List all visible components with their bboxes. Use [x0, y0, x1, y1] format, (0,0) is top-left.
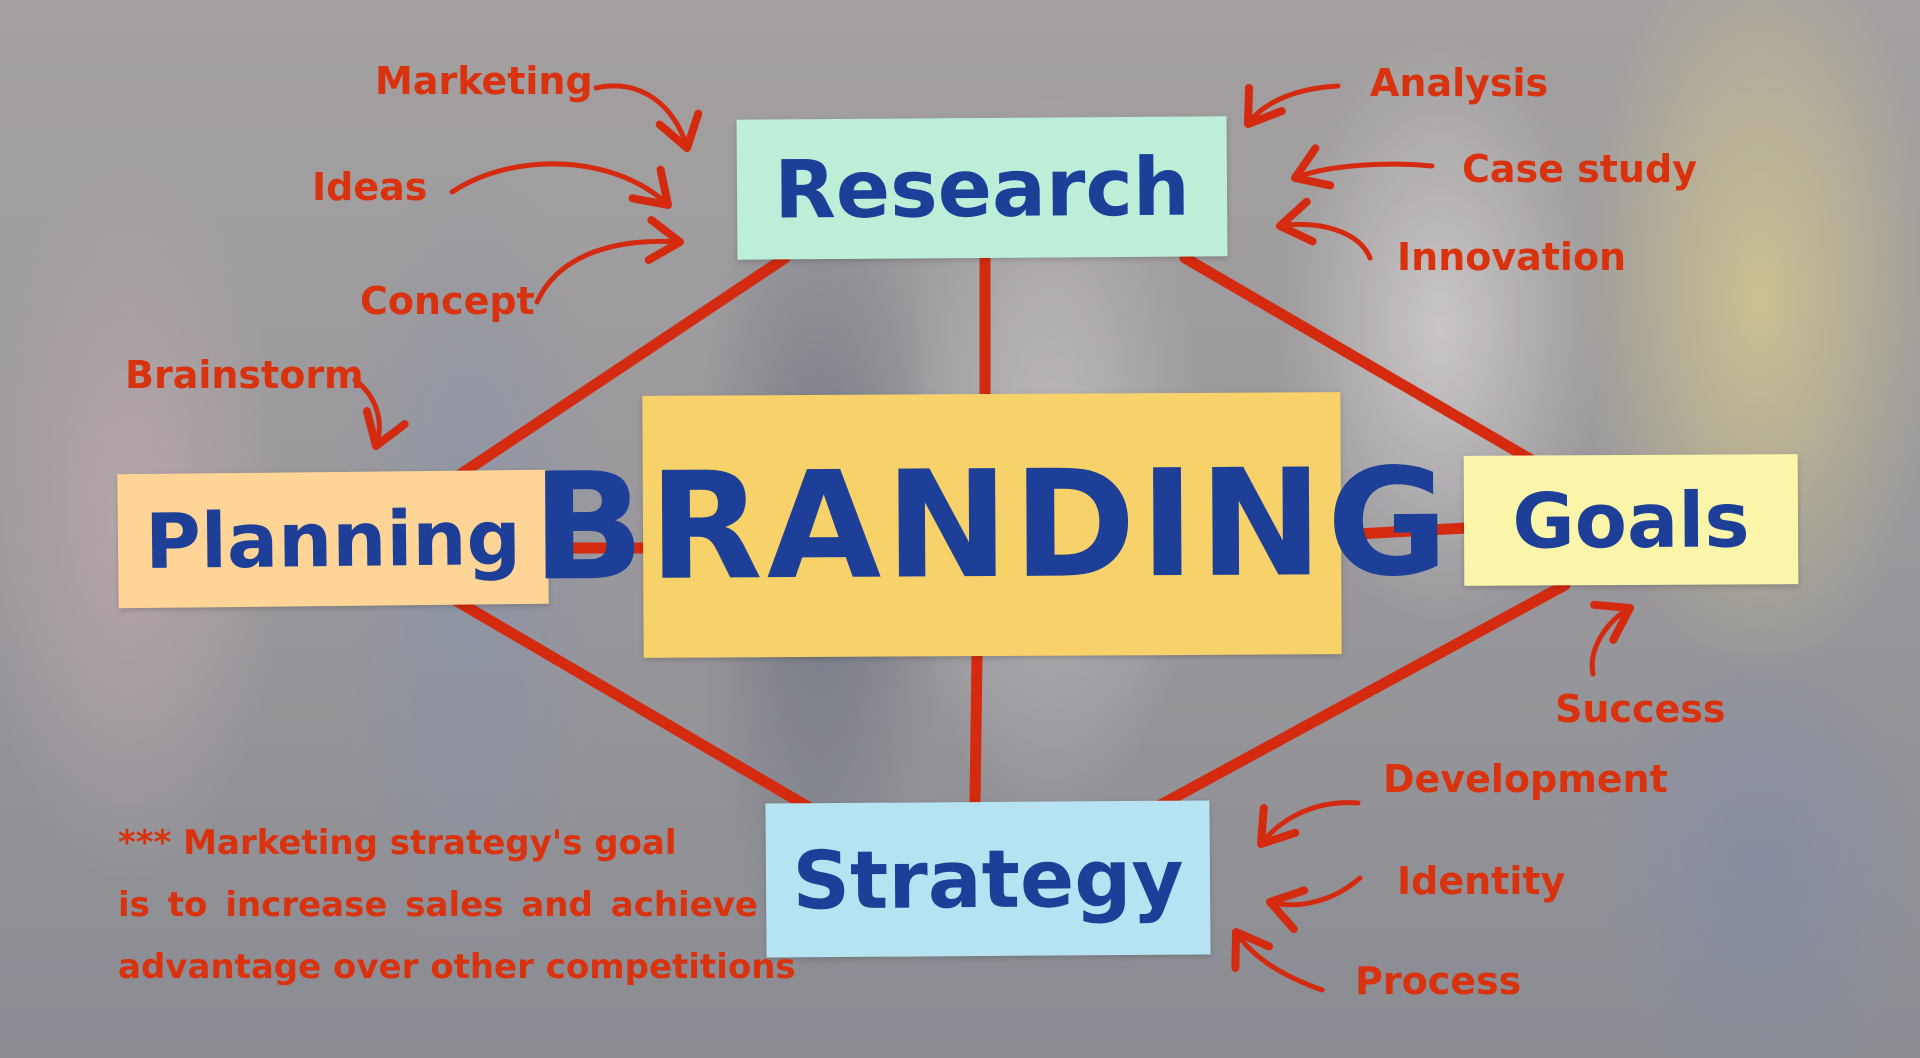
- arrow-concept: [534, 216, 684, 305]
- label-analysis: Analysis: [1370, 61, 1549, 105]
- planning-label: Planning: [144, 492, 522, 586]
- label-case-study: Case study: [1462, 147, 1697, 191]
- label-process: Process: [1355, 959, 1522, 1003]
- goals-box: Goals: [1463, 454, 1799, 586]
- label-concept: Concept: [360, 279, 535, 323]
- note-line-1: *** Marketing strategy's goal: [118, 823, 677, 863]
- arrow-success: [1589, 600, 1634, 677]
- branding-label: BRANDING: [531, 436, 1453, 614]
- note-line-2: is to increase sales and achieve: [118, 885, 758, 925]
- strategy-label: Strategy: [792, 831, 1184, 927]
- label-brainstorm: Brainstorm: [125, 353, 364, 397]
- strategy-box: Strategy: [765, 800, 1211, 958]
- arrow-identity: [1266, 875, 1363, 934]
- arrow-innovation: [1276, 197, 1373, 261]
- research-label: Research: [773, 140, 1191, 236]
- line-goals-strategy: [1149, 579, 1571, 814]
- planning-box: Planning: [117, 469, 549, 609]
- line-branding-strategy: [969, 649, 983, 810]
- goals-label: Goals: [1512, 474, 1750, 566]
- label-identity: Identity: [1397, 859, 1566, 903]
- arrow-analysis: [1244, 83, 1341, 128]
- note-line-3: advantage over other competitions: [118, 947, 796, 987]
- marketing-strategy-note: *** Marketing strategy's goal is to incr…: [118, 812, 796, 998]
- arrow-brainstorm: [352, 377, 409, 450]
- line-planning-strategy: [449, 594, 816, 814]
- branding-box: BRANDING: [531, 392, 1453, 658]
- arrow-development: [1257, 800, 1361, 848]
- arrow-ideas: [449, 161, 672, 209]
- line-research-planning: [449, 252, 791, 484]
- label-success: Success: [1555, 687, 1726, 731]
- arrow-case-study: [1291, 144, 1435, 190]
- arrow-marketing: [593, 83, 703, 152]
- research-box: Research: [736, 116, 1228, 260]
- label-marketing: Marketing: [375, 59, 593, 103]
- arrow-process: [1231, 928, 1325, 993]
- label-innovation: Innovation: [1397, 235, 1627, 279]
- label-development: Development: [1383, 757, 1668, 801]
- label-ideas: Ideas: [312, 165, 428, 209]
- line-branding-goals: [1333, 522, 1472, 541]
- line-research-goals: [1179, 252, 1541, 468]
